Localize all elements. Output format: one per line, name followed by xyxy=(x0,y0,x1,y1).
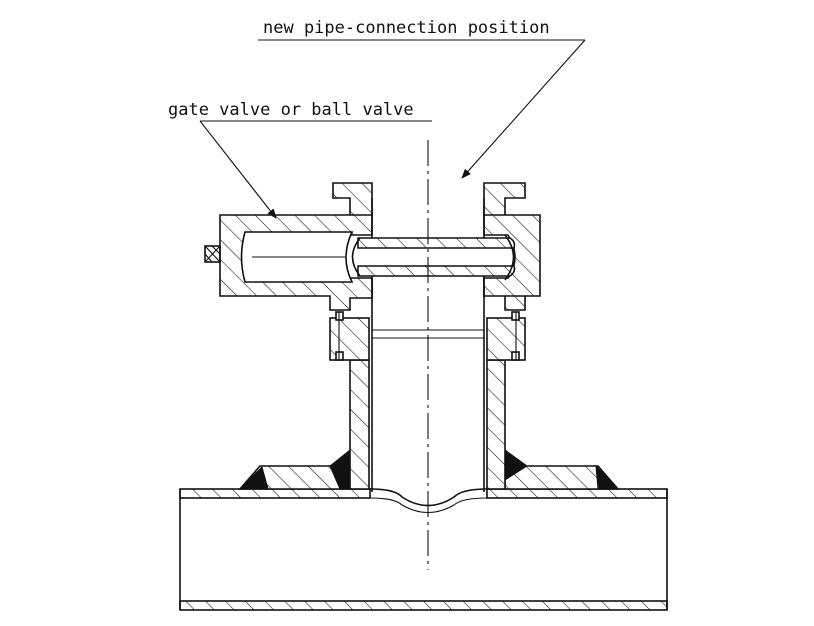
weld-right-outer xyxy=(595,464,620,490)
gate-plate-lower xyxy=(357,265,516,277)
main-pipe-bottom-wall xyxy=(179,600,668,611)
valve-body xyxy=(204,182,541,311)
label-top-group: new pipe-connection position xyxy=(258,18,586,179)
gate-plate-upper xyxy=(357,237,516,249)
leader-arrow-left xyxy=(199,120,277,219)
weld-left-outer xyxy=(238,466,269,490)
label-gate-valve: gate valve or ball valve xyxy=(168,100,414,120)
saddle-fitting xyxy=(238,448,620,490)
main-pipe xyxy=(179,488,668,611)
label-new-pipe-connection: new pipe-connection position xyxy=(263,18,550,38)
main-pipe-top-wall-left xyxy=(179,488,371,499)
branch-tube xyxy=(329,278,526,492)
label-left-group: gate valve or ball valve xyxy=(168,100,432,219)
leader-arrow-top xyxy=(461,39,586,179)
main-pipe-top-wall-right xyxy=(486,488,668,499)
